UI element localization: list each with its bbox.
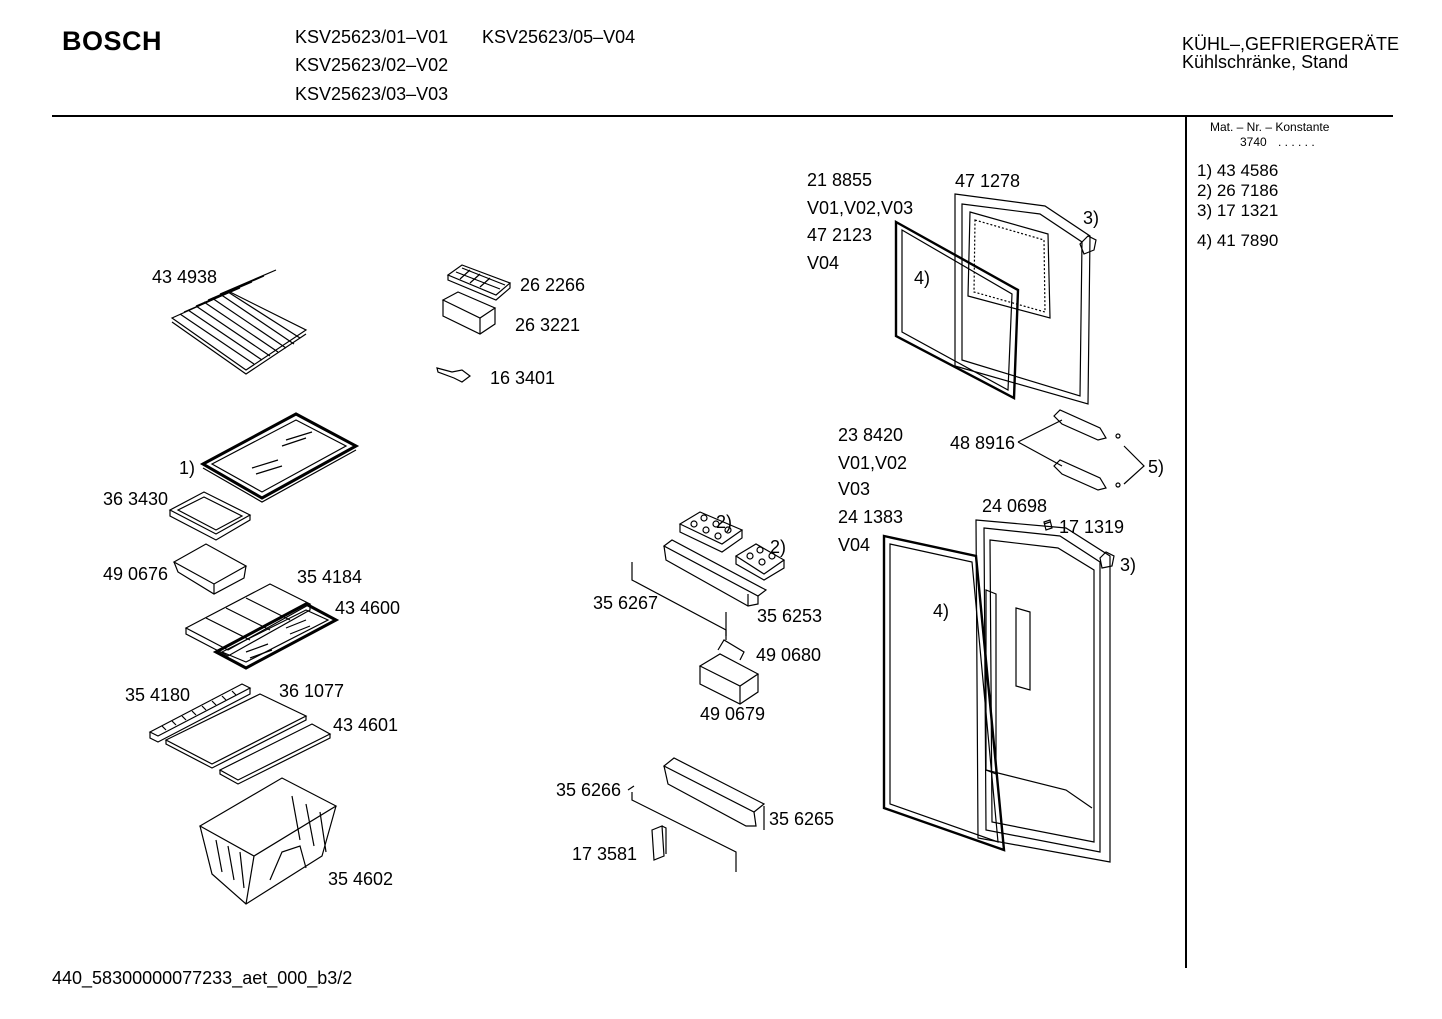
- part-label: 35 4602: [328, 869, 394, 889]
- glass-434601-drawing: [220, 724, 330, 784]
- leader-lines: [628, 522, 1050, 790]
- part-label: 43 4601: [333, 715, 399, 735]
- clip-173581-drawing: [652, 826, 666, 860]
- part-label: 48 8916: [950, 433, 1016, 453]
- crisper-bin-drawing: [200, 778, 336, 904]
- tray-490676-drawing: [174, 544, 246, 594]
- reference-entry: 1) 43 4586: [1197, 161, 1279, 180]
- fridge-door-drawing: [976, 520, 1110, 862]
- door-handles-drawing: [1018, 410, 1144, 490]
- variant-label: V03: [838, 479, 871, 499]
- brand-logo: BOSCH: [62, 26, 163, 56]
- tray-363430-drawing: [170, 492, 250, 540]
- model-number: KSV25623/03–V03: [295, 84, 449, 104]
- wire-shelf-drawing: [172, 270, 306, 374]
- reference-marker: 5): [1148, 457, 1165, 477]
- part-label: 36 3430: [103, 489, 169, 509]
- part-label: 24 1383: [838, 507, 904, 527]
- part-label: 35 6266: [556, 780, 622, 800]
- part-label: 35 4184: [297, 567, 363, 587]
- mat-nr-value: 3740: [1240, 135, 1267, 149]
- part-label: 47 2123: [807, 225, 873, 245]
- document-code: 440_58300000077233_aet_000_b3/2: [52, 968, 353, 988]
- part-label: 36 1077: [279, 681, 345, 701]
- mat-nr-dots: . . . . . .: [1278, 135, 1315, 149]
- ice-box-drawing: [443, 292, 495, 334]
- part-label: 47 1278: [955, 171, 1021, 191]
- reference-marker: 4): [933, 601, 950, 621]
- model-number: KSV25623/02–V02: [295, 55, 449, 75]
- reference-entry: 2) 26 7186: [1197, 181, 1279, 200]
- glass-shelf-434600-drawing: [216, 604, 336, 668]
- variant-label: V04: [807, 253, 840, 273]
- part-label: 35 6267: [593, 593, 659, 613]
- cover-361077-drawing: [166, 694, 306, 768]
- door-shelf-356253-drawing: [632, 540, 766, 636]
- part-label: 49 0679: [700, 704, 766, 724]
- reference-entry: 4) 41 7890: [1197, 231, 1279, 250]
- part-label: 49 0676: [103, 564, 169, 584]
- ice-tray-drawing: [448, 265, 510, 300]
- part-label: 23 8420: [838, 425, 904, 445]
- part-label: 35 4180: [125, 685, 191, 705]
- part-label: 35 6265: [769, 809, 835, 829]
- egg-tray-1-drawing: [680, 512, 742, 552]
- part-label: 17 3581: [572, 844, 638, 864]
- egg-tray-2-drawing: [736, 544, 784, 580]
- model-number: KSV25623/05–V04: [482, 27, 636, 47]
- variant-label: V04: [838, 535, 871, 555]
- part-label: 43 4938: [152, 267, 218, 287]
- fridge-gasket-drawing: [884, 536, 1004, 850]
- category-title: KÜHL–,GEFRIERGERÄTE: [1182, 34, 1400, 54]
- butter-dish-drawing: [700, 612, 758, 704]
- category-subtitle: Kühlschränke, Stand: [1182, 52, 1349, 72]
- part-label: 43 4600: [335, 598, 401, 618]
- fridge-hinge-drawing: [1044, 520, 1114, 568]
- reference-marker: 2): [716, 512, 733, 532]
- door-shelf-356265-drawing: [632, 758, 764, 872]
- part-label: 21 8855: [807, 170, 873, 190]
- reference-marker: 2): [770, 537, 787, 557]
- reference-marker: 1): [179, 458, 196, 478]
- mat-nr-title: Mat. – Nr. – Konstante: [1210, 120, 1330, 134]
- freezer-door-drawing: [955, 194, 1090, 404]
- variant-label: V01,V02: [838, 453, 908, 473]
- reference-marker: 4): [914, 268, 931, 288]
- part-label: 24 0698: [982, 496, 1048, 516]
- part-label: 16 3401: [490, 368, 556, 388]
- reference-entry: 3) 17 1321: [1197, 201, 1279, 220]
- part-label: 49 0680: [756, 645, 822, 665]
- reference-marker: 3): [1083, 208, 1100, 228]
- part-label: 26 3221: [515, 315, 581, 335]
- freezer-gasket-drawing: [896, 222, 1018, 398]
- model-number: KSV25623/01–V01: [295, 27, 449, 47]
- part-label: 17 1319: [1059, 517, 1125, 537]
- part-label: 35 6253: [757, 606, 823, 626]
- variant-label: V01,V02,V03: [807, 198, 914, 218]
- freezer-hinge-drawing: [1080, 236, 1096, 254]
- strip-354180-drawing: [150, 684, 250, 742]
- reference-marker: 3): [1120, 555, 1137, 575]
- part-label: 26 2266: [520, 275, 586, 295]
- ice-scraper-drawing: [437, 368, 470, 382]
- glass-shelf-drawing: [203, 414, 356, 502]
